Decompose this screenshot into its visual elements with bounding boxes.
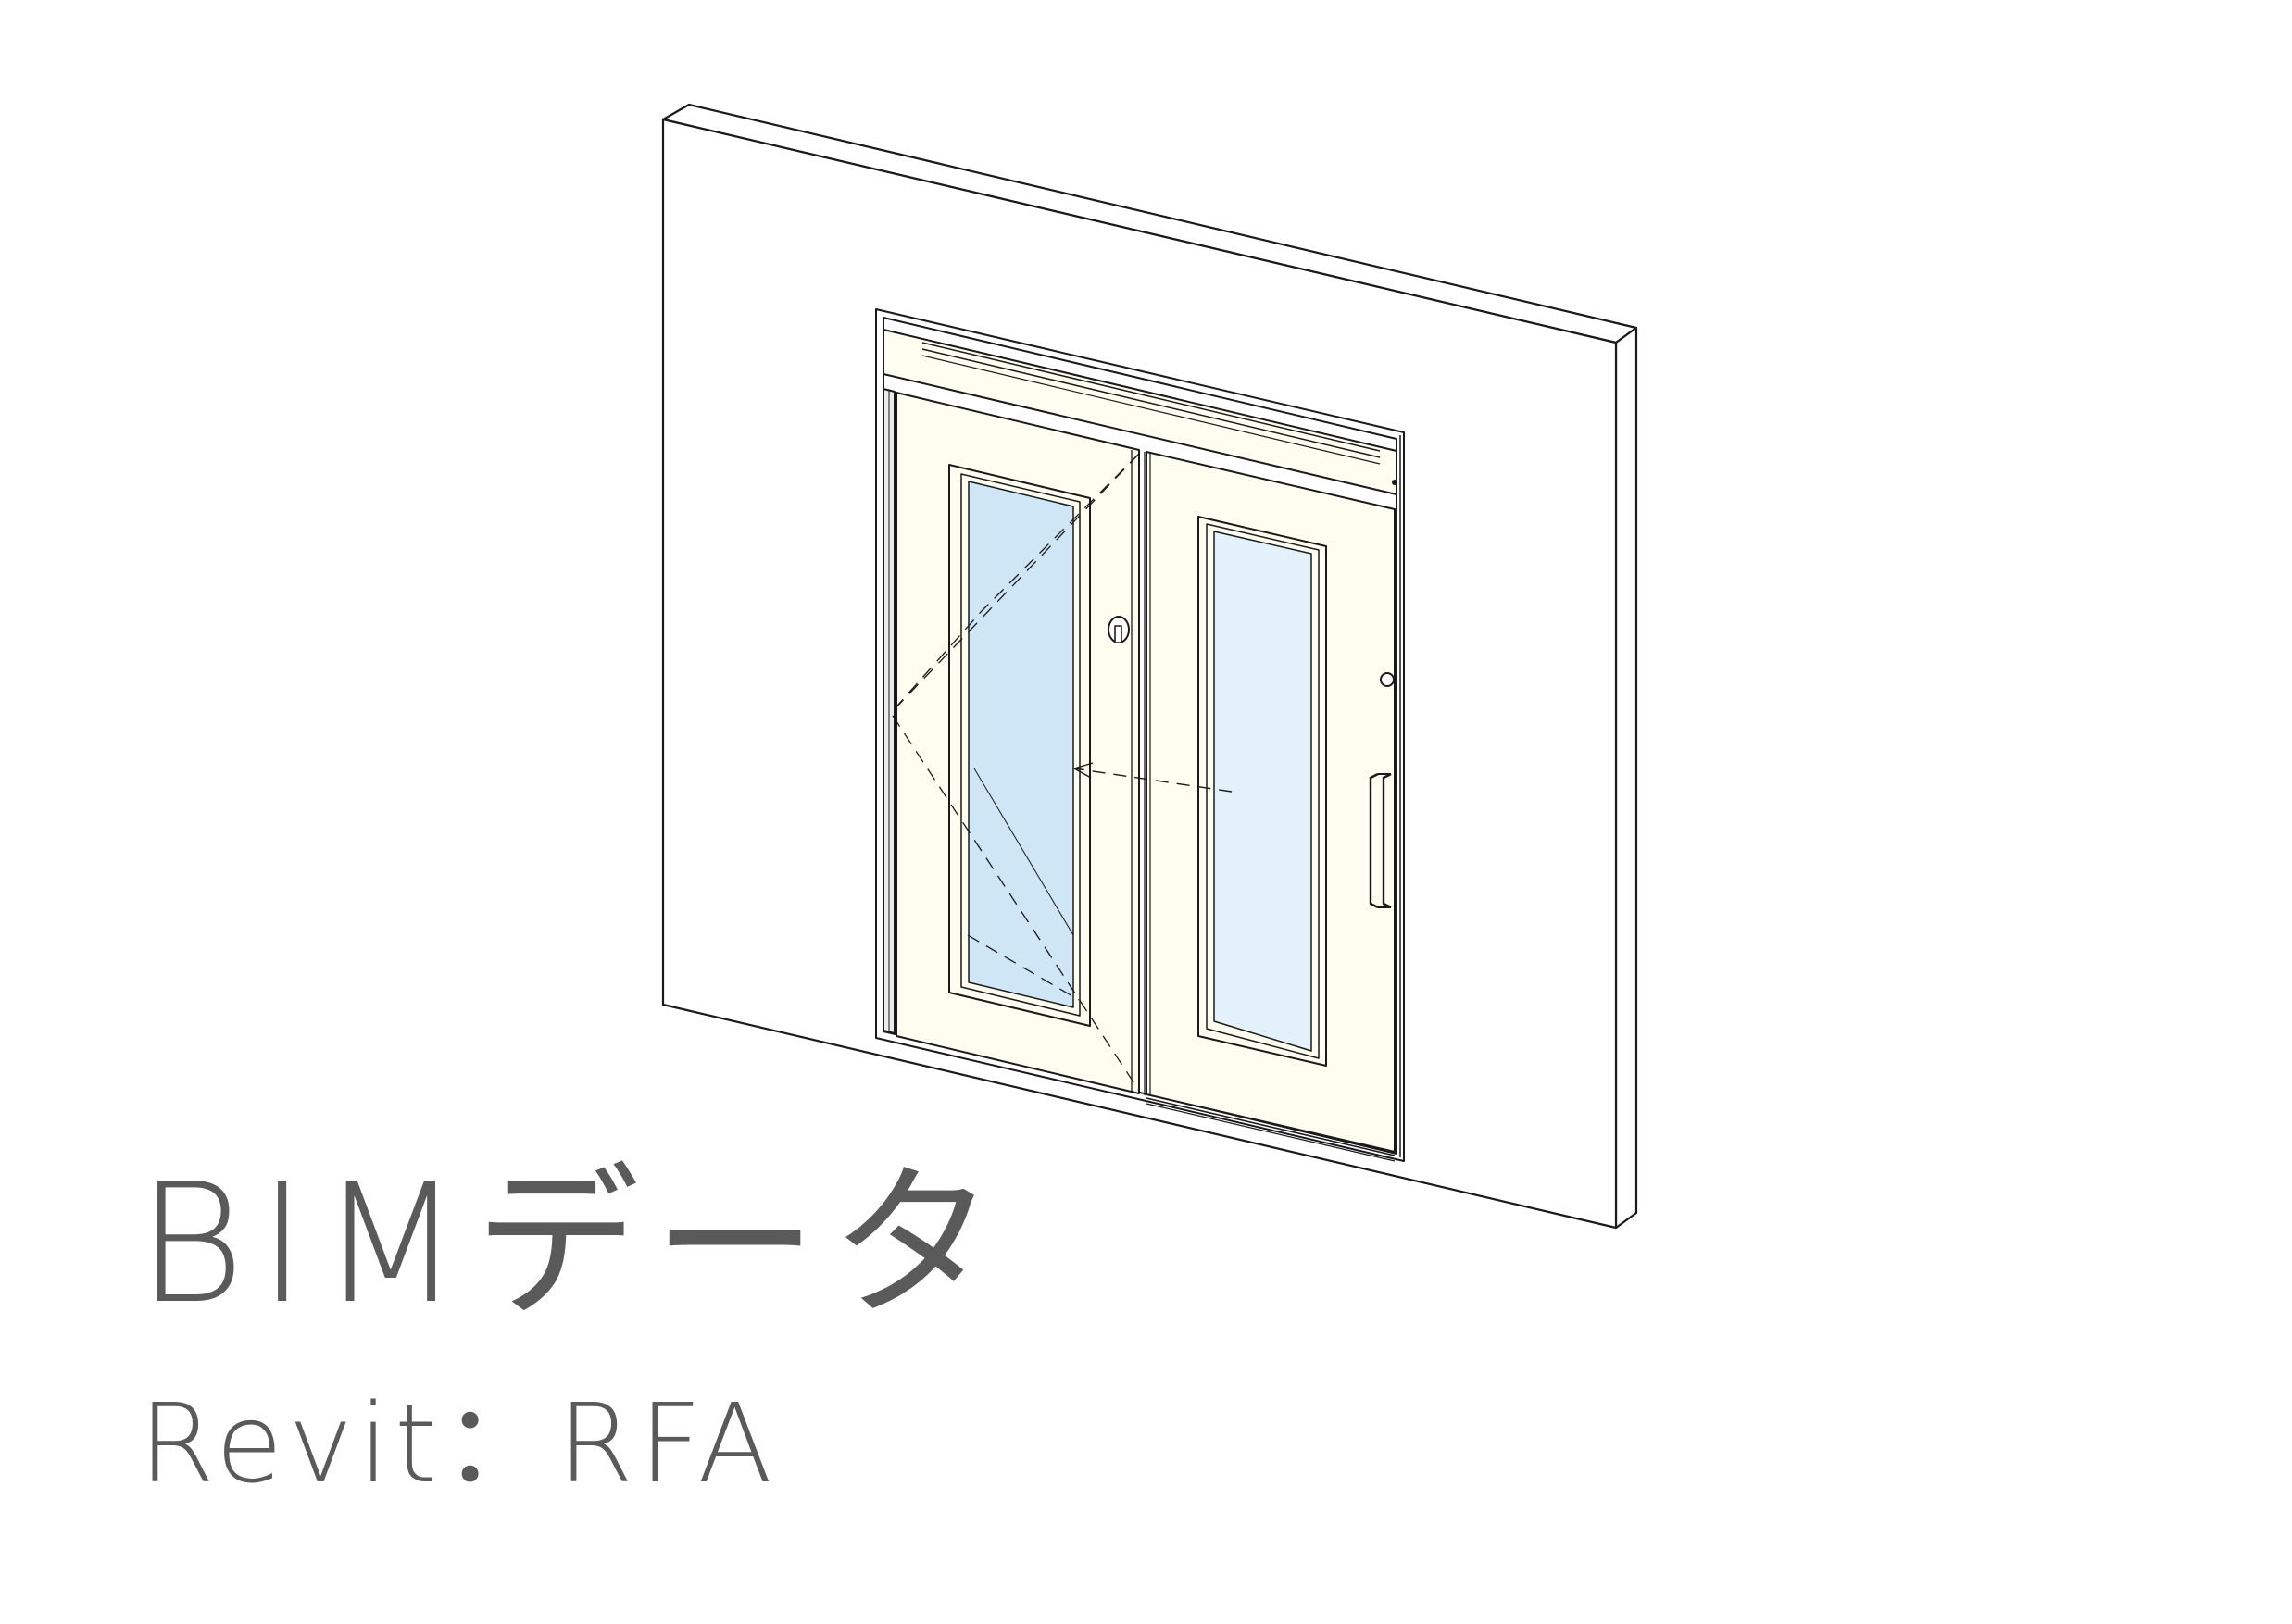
right-jamb-screw: [1392, 480, 1397, 485]
slide-arrow-icon: [1073, 762, 1233, 793]
right-door-panel: [1073, 451, 1396, 1162]
knob-icon: [1380, 672, 1395, 687]
right-window-inner: [1206, 523, 1320, 1059]
file-format-label: Revit：RFA: [139, 1380, 778, 1507]
left-glass: [968, 481, 1074, 1008]
right-glass: [1213, 531, 1312, 1052]
left-window-inner: [960, 473, 1081, 1017]
left-door-panel: [890, 392, 1146, 1095]
lock-icon: [1108, 616, 1130, 643]
wall-side-edge: [1614, 326, 1638, 1230]
swing-lines: [890, 453, 1140, 1092]
bar-handle-icon: [1369, 772, 1392, 909]
page-title: BIMデータ: [137, 1148, 1008, 1340]
